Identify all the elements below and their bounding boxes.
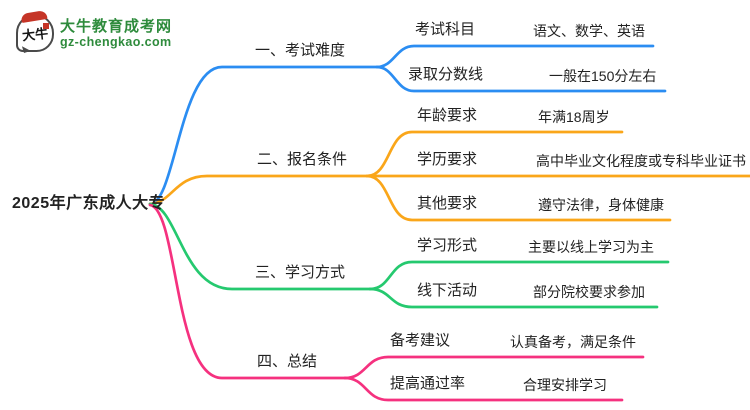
- other-requirement-value: 遵守法律，身体健康: [538, 197, 664, 213]
- prep-advice-label: 备考建议: [390, 332, 451, 349]
- education-requirement-value: 高中毕业文化程度或专科毕业证书: [536, 153, 746, 169]
- cutoff-score-value: 一般在150分左右: [549, 68, 657, 84]
- prep-advice-value: 认真备考，满足条件: [510, 334, 636, 350]
- site-logo-text: 大牛教育成考网 gz-chengkao.com: [60, 18, 172, 49]
- branch-1-trunk-line: [148, 65, 379, 206]
- site-url: gz-chengkao.com: [60, 34, 172, 49]
- branch-3-child-2-line: [368, 287, 659, 309]
- offline-activity-label: 线下活动: [417, 282, 478, 299]
- branch-1-child-1-line: [375, 44, 655, 69]
- exam-subjects-label: 考试科目: [415, 21, 476, 38]
- daniu-bull-icon: 大牛: [16, 14, 54, 60]
- branch-1-child-2-line: [375, 65, 667, 93]
- cutoff-score-label: 录取分数线: [408, 66, 484, 83]
- branch-4-child-2-line: [343, 376, 624, 402]
- branch-3-child-1-line: [368, 260, 670, 291]
- pass-rate-value: 合理安排学习: [523, 377, 607, 393]
- study-form-value: 主要以线上学习为主: [528, 239, 654, 255]
- site-name: 大牛教育成考网: [60, 17, 173, 35]
- branch-1-label: 一、考试难度: [255, 42, 346, 59]
- daniu-icon-text: 大牛: [21, 26, 49, 44]
- site-logo: 大牛 大牛教育成考网 gz-chengkao.com: [16, 14, 172, 60]
- branch-4-label: 四、总结: [257, 353, 318, 370]
- age-requirement-value: 年满18周岁: [538, 109, 610, 125]
- education-requirement-label: 学历要求: [417, 151, 478, 168]
- exam-subjects-value: 语文、数学、英语: [533, 23, 645, 39]
- age-requirement-label: 年龄要求: [417, 107, 478, 124]
- branch-4-child-1-line: [343, 355, 645, 380]
- branch-2-trunk-line: [148, 174, 369, 206]
- branch-2-child-1-line: [365, 130, 624, 178]
- study-form-label: 学习形式: [417, 237, 478, 254]
- offline-activity-value: 部分院校要求参加: [533, 284, 645, 300]
- branch-2-child-3-line: [365, 174, 672, 222]
- other-requirement-label: 其他要求: [417, 195, 478, 212]
- branch-3-label: 三、学习方式: [255, 264, 346, 281]
- root-node: 2025年广东成人大专: [12, 195, 166, 212]
- pass-rate-label: 提高通过率: [390, 375, 466, 392]
- branch-2-label: 二、报名条件: [257, 151, 348, 168]
- branch-4-trunk-line: [148, 203, 347, 380]
- branch-3-trunk-line: [148, 202, 372, 291]
